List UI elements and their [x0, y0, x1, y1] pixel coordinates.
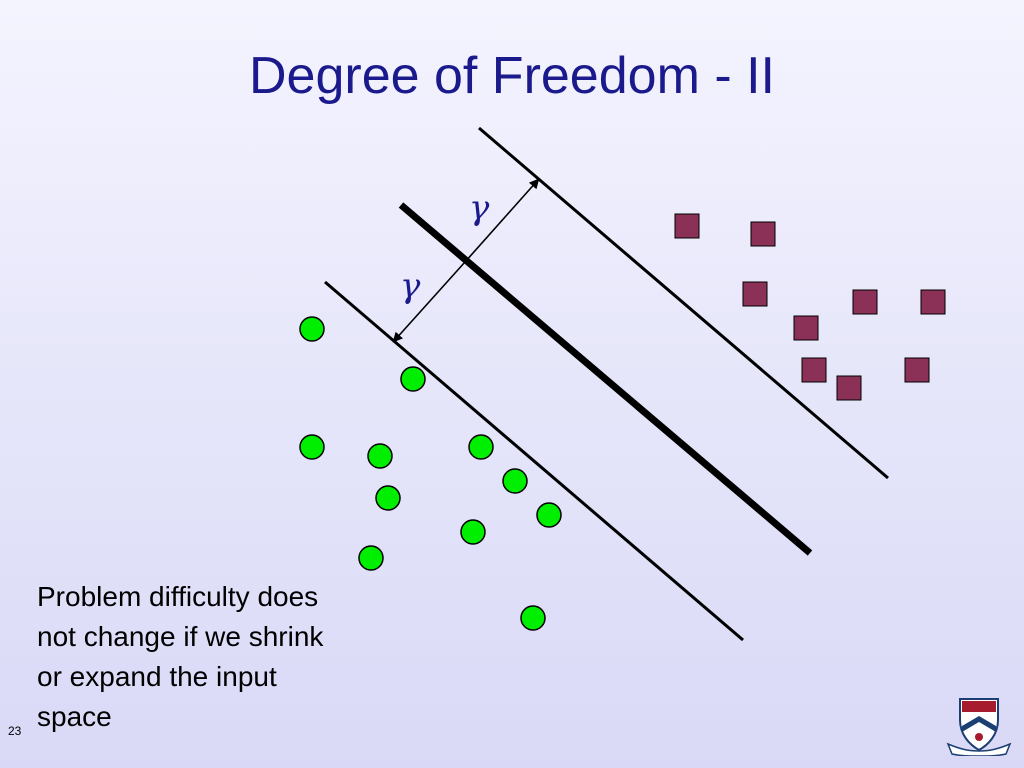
- positive-square-point: [750, 221, 776, 247]
- positive-square-point: [904, 357, 930, 383]
- positive-square-point: [836, 375, 862, 401]
- lower-gamma-label: γ: [400, 266, 421, 306]
- positive-class-points: [674, 213, 946, 401]
- negative-circle-point: [358, 545, 384, 571]
- negative-circle-point: [460, 519, 486, 545]
- upper-margin-line: [478, 126, 889, 480]
- slide-number: 23: [8, 724, 22, 738]
- university-shield-icon: [946, 698, 1012, 756]
- upper-margin-arrow: [464, 178, 540, 263]
- positive-square-point: [793, 315, 819, 341]
- lower-margin-arrow: [392, 261, 466, 343]
- negative-circle-point: [520, 605, 546, 631]
- decision-boundary-line: [398, 202, 813, 556]
- positive-square-point: [674, 213, 700, 239]
- shield-ribbon-icon: [946, 742, 1012, 756]
- negative-circle-point: [375, 485, 401, 511]
- shield-top-band-icon: [962, 701, 996, 712]
- positive-square-point: [852, 289, 878, 315]
- negative-circle-point: [400, 366, 426, 392]
- positive-square-point: [742, 281, 768, 307]
- positive-square-point: [920, 289, 946, 315]
- negative-circle-point: [502, 468, 528, 494]
- shield-dot-icon: [975, 733, 983, 741]
- negative-circle-point: [299, 316, 325, 342]
- negative-circle-point: [299, 434, 325, 460]
- negative-circle-point: [367, 443, 393, 469]
- negative-circle-point: [468, 434, 494, 460]
- positive-square-point: [801, 357, 827, 383]
- negative-circle-point: [536, 502, 562, 528]
- slide-body-text: Problem difficulty does not change if we…: [37, 581, 324, 732]
- shield-chevron-icon: [962, 716, 996, 732]
- slide-title: Degree of Freedom - II: [249, 47, 775, 105]
- upper-gamma-label: γ: [469, 188, 490, 228]
- negative-class-points: [299, 316, 562, 631]
